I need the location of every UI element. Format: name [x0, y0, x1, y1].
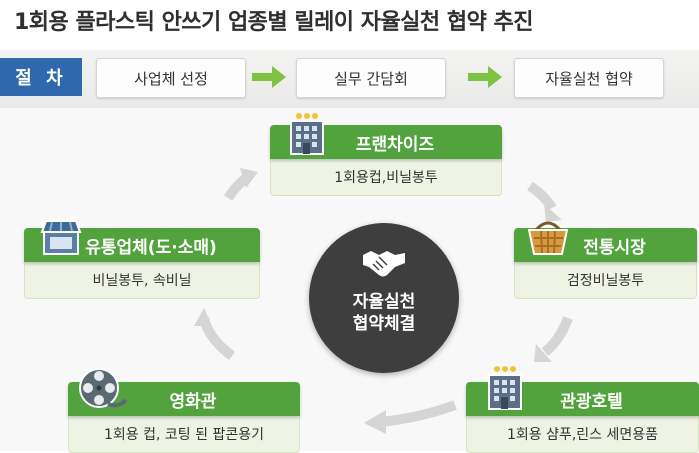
step-voluntary-agreement: 자율실천 협약: [514, 58, 664, 98]
store-icon: [40, 220, 82, 255]
node-retail-items: 비닐봉투, 속비닐: [24, 262, 260, 299]
procedure-label: 절 차: [0, 58, 82, 96]
cycle-arrow-market-hotel: [541, 316, 573, 356]
page-title: 1회용 플라스틱 안쓰기 업종별 릴레이 자율실천 협약 추진: [14, 10, 533, 35]
node-market-items: 검정비닐봉투: [514, 262, 697, 299]
hotel-icon: [488, 366, 522, 410]
handshake-icon: [363, 251, 405, 277]
agreement-line-1: 자율실천: [352, 292, 416, 312]
node-retail-title: 유통업체(도·소매): [85, 237, 217, 258]
node-franchise-title: 프랜차이즈: [355, 134, 435, 155]
node-cinema-title: 영화관: [169, 391, 217, 412]
cycle-arrow-retail-franchise: [223, 174, 250, 201]
cycle-arrow-franchise-market: [527, 181, 557, 211]
arrowhead-icon: [194, 308, 212, 326]
basket-icon: [527, 221, 569, 255]
arrowhead-icon: [240, 168, 258, 188]
node-retail: 유통업체(도·소매) 비닐봉투, 속비닐: [24, 220, 260, 299]
node-cinema-items: 1회용 컵, 코팅 된 팝콘용기: [68, 416, 300, 453]
arrowhead-icon: [544, 204, 562, 222]
node-hotel: 관광호텔 1회용 샴푸,린스 세면용품: [466, 366, 699, 453]
agreement-line-2: 협약체결: [352, 314, 416, 334]
arrowhead-icon: [534, 344, 552, 362]
film-reel-icon: [79, 368, 128, 408]
node-hotel-title: 관광호텔: [560, 391, 623, 412]
node-market-title: 전통시장: [583, 237, 646, 258]
node-franchise: 프랜차이즈 1회용컵,비닐봉투: [270, 113, 502, 196]
step-working-meeting: 실무 간담회: [296, 58, 446, 98]
step-arrow-icon: [252, 66, 286, 88]
node-market: 전통시장 검정비닐봉투: [514, 221, 697, 299]
node-hotel-items: 1회용 샴푸,린스 세면용품: [466, 416, 699, 453]
node-franchise-items: 1회용컵,비닐봉투: [270, 159, 502, 196]
step-business-selection: 사업체 선정: [96, 58, 246, 98]
building-icon: [290, 113, 324, 155]
node-cinema: 영화관 1회용 컵, 코팅 된 팝콘용기: [68, 368, 300, 453]
arrowhead-icon: [364, 410, 386, 434]
agreement-circle: 자율실천 협약체결: [309, 223, 459, 373]
cycle-arrow-hotel-cinema: [379, 400, 457, 427]
step-arrow-icon: [468, 66, 502, 88]
